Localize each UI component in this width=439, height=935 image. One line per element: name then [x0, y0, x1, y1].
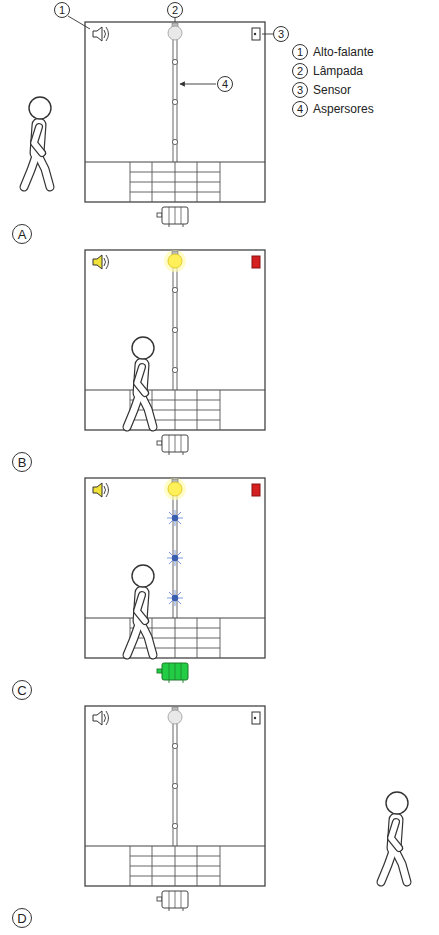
callout-number: 2	[292, 63, 308, 79]
callout-number: 4	[217, 76, 233, 92]
callout-number: 4	[292, 101, 308, 117]
panel-d	[85, 706, 408, 911]
callout-number: 3	[273, 26, 289, 42]
panel-letter-text: C	[17, 684, 26, 697]
panel-b	[85, 250, 265, 455]
panel-a	[24, 16, 273, 227]
legend-text: Aspersores	[313, 102, 374, 116]
panel-letter: A	[12, 224, 32, 244]
callout-number: 1	[292, 44, 308, 60]
panel-c	[85, 478, 265, 683]
panel-letter-text: B	[18, 456, 27, 469]
panel-letter: C	[12, 680, 32, 700]
callout-number: 2	[167, 2, 183, 18]
legend-text: Sensor	[313, 83, 351, 97]
callout-number: 3	[292, 82, 308, 98]
panel-letter: D	[12, 908, 32, 928]
legend-text: Lâmpada	[313, 64, 363, 78]
legend-text: Alto-falante	[313, 45, 374, 59]
panel-letter: B	[12, 452, 32, 472]
callout-number: 1	[54, 2, 70, 18]
panel-letter-text: D	[17, 912, 26, 925]
panel-letter-text: A	[18, 228, 27, 241]
